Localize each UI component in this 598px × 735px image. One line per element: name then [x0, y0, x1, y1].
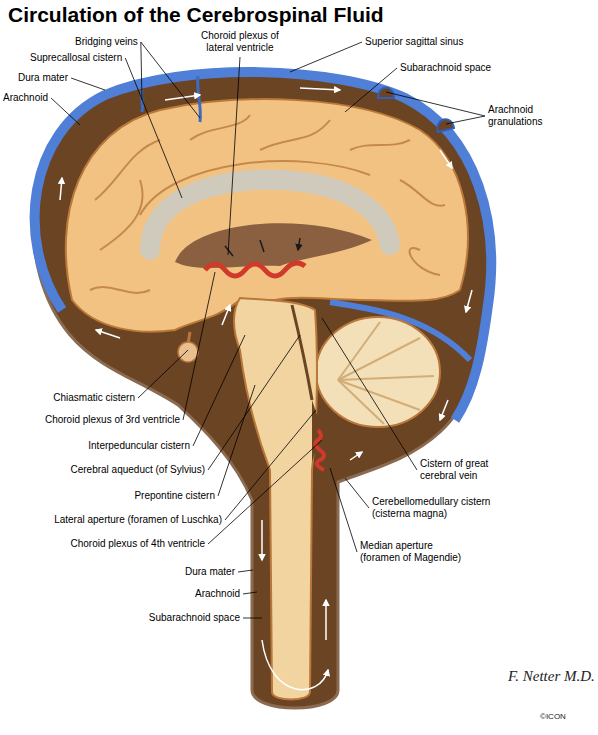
- part-label: Subarachnoid space: [400, 62, 491, 74]
- part-label: Median aperture (foramen of Magendie): [360, 540, 470, 564]
- choroid-plexus: [205, 263, 305, 276]
- cerebral-hemisphere: [66, 99, 468, 332]
- sulcus-line: [260, 120, 330, 150]
- flow-arrow: [325, 600, 327, 640]
- sulcus-line: [350, 140, 410, 150]
- part-label: Dura mater: [185, 566, 235, 578]
- leader-line: [243, 618, 262, 619]
- flow-arrow: [261, 520, 263, 560]
- flow-arrow: [350, 452, 362, 460]
- flow-arrow: [60, 178, 62, 200]
- flow-arrow: [466, 290, 472, 312]
- part-label: Choroid plexus of 3rd ventricle: [45, 414, 180, 426]
- flow-arrow: [262, 640, 328, 690]
- part-label: Choroid plexus of 4th ventricle: [70, 538, 205, 550]
- leader-line: [125, 58, 182, 198]
- leader-line: [330, 468, 357, 552]
- leader-line: [51, 98, 80, 125]
- flow-arrow: [300, 88, 340, 90]
- part-label: Lateral aperture (foramen of Luschka): [54, 514, 222, 526]
- leader-line: [208, 335, 300, 470]
- choroid-plexus-4th: [315, 430, 324, 470]
- arbor-vitae: [338, 322, 434, 424]
- part-label: Bridging veins: [75, 36, 138, 48]
- leader-line: [238, 570, 253, 572]
- leader-line: [386, 92, 485, 116]
- part-label: Suprecallosal cistern: [30, 52, 122, 64]
- arbor-branch: [338, 376, 434, 380]
- leader-line: [345, 68, 397, 112]
- arbor-branch: [338, 338, 420, 380]
- leader-line: [208, 440, 322, 544]
- leader-line: [141, 42, 200, 118]
- flow-arrow: [440, 400, 448, 420]
- gyri: [90, 115, 445, 293]
- sulcus-line: [410, 248, 440, 275]
- sulcus-line: [95, 140, 160, 200]
- part-label: Chiasmatic cistern: [53, 392, 135, 404]
- part-label: Arachnoid: [3, 92, 48, 104]
- part-label: Superior sagittal sinus: [365, 36, 463, 48]
- part-label: Arachnoid: [195, 588, 240, 600]
- flow-arrow: [440, 150, 452, 168]
- leader-line: [322, 318, 417, 470]
- sulcus-line: [90, 287, 150, 293]
- part-label: Cistern of great cerebral vein: [420, 458, 510, 482]
- pituitary: [178, 342, 198, 362]
- leader-line: [218, 385, 255, 496]
- diagram-title: Circulation of the Cerebrospinal Fluid: [8, 3, 384, 27]
- subarachnoid-space: [33, 72, 491, 708]
- cerebral-aqueduct: [292, 305, 312, 400]
- arachnoid-granulation: [378, 88, 394, 99]
- part-label: Prepontine cistern: [134, 490, 215, 502]
- cerebellum: [316, 317, 440, 427]
- leader-line: [193, 335, 245, 446]
- part-label: Dura mater: [18, 72, 68, 84]
- part-label: Arachnoid granulations: [488, 104, 568, 128]
- leader-line: [138, 350, 188, 398]
- leader-line: [345, 478, 369, 508]
- leader-line: [290, 42, 362, 72]
- lateral-ventricle: [175, 223, 372, 268]
- sulcus-line: [400, 180, 445, 206]
- csf-arrows: [60, 88, 472, 690]
- part-label: Interpeduncular cistern: [88, 440, 190, 452]
- part-label: Cerebellomedullary cistern (cisterna mag…: [372, 496, 507, 520]
- part-label: Choroid plexus of lateral ventricle: [190, 30, 290, 54]
- leader-line: [141, 42, 142, 100]
- leader-line: [243, 592, 257, 594]
- leader-line: [183, 272, 215, 420]
- signature-mark: ©ICON: [540, 712, 566, 722]
- part-label: Cerebral aqueduct (of Sylvius): [70, 464, 205, 476]
- flow-arrows: [225, 238, 300, 256]
- flow-arrow: [222, 305, 230, 325]
- part-label: Subarachnoid space: [149, 612, 240, 624]
- arbor-branch: [338, 380, 420, 410]
- leader-line: [446, 116, 485, 124]
- arbor-branch: [338, 322, 380, 380]
- leader-line: [71, 78, 105, 90]
- sulcus-line: [100, 180, 143, 250]
- leader-line: [228, 57, 240, 255]
- brainstem-and-cord: [234, 298, 317, 700]
- leader-line: [225, 410, 316, 520]
- arbor-branch: [338, 380, 384, 424]
- flow-arrow: [96, 330, 120, 338]
- arachnoid-granulation: [437, 119, 454, 132]
- signature-mark: F. Netter M.D.: [508, 668, 595, 684]
